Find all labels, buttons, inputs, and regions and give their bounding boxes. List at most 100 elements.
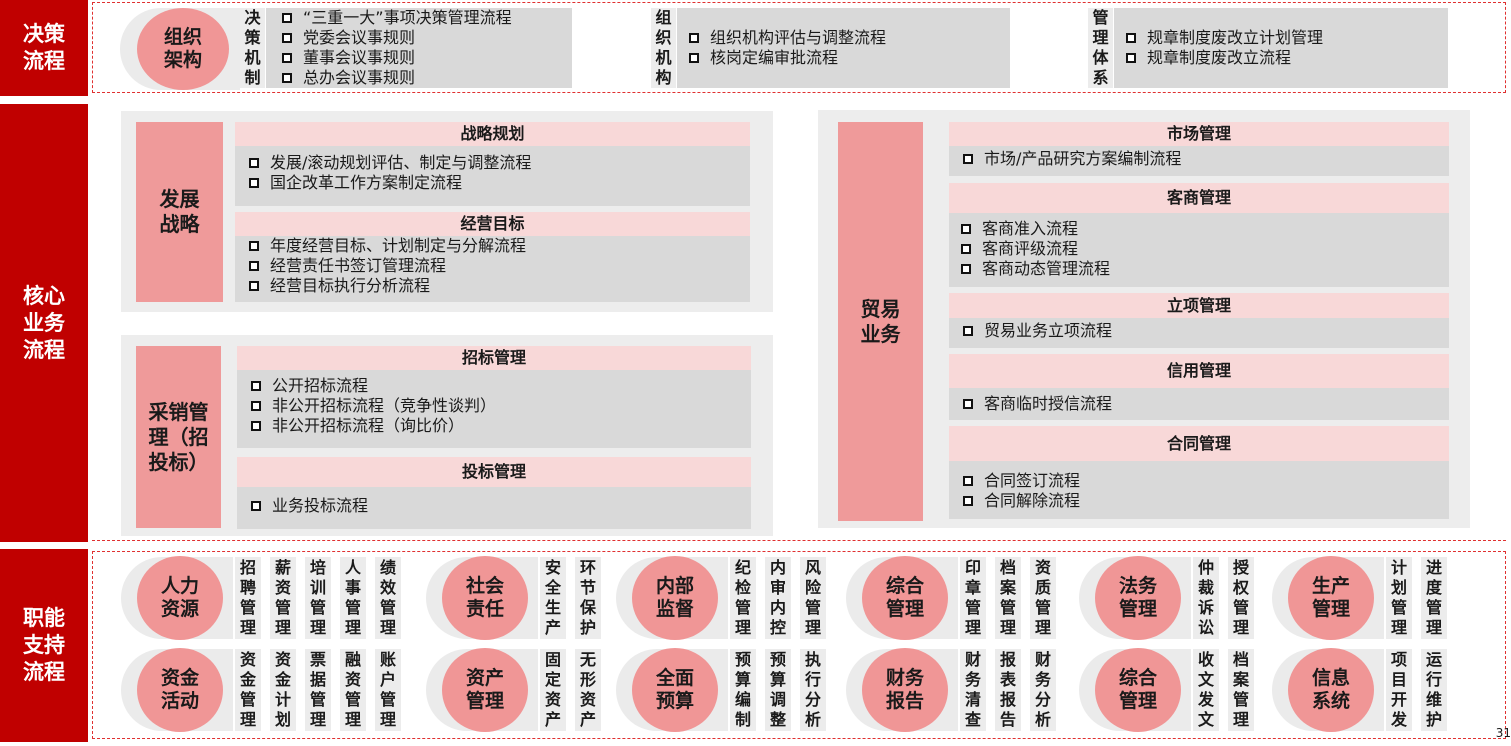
support-item-label: 纪检管理 [734,558,751,637]
support-category-label: 社会责任 [465,575,504,620]
list-item: 规章制度废改立流程 [1126,48,1448,68]
support-item-label: 预算编制 [734,650,751,729]
support-item: 印章管理 [960,557,986,639]
band-decision: 决策流程 [0,0,88,96]
band-core: 核心业务流程 [0,104,88,542]
support-item-label: 运行维护 [1425,650,1442,729]
support-category-circle: 财务报告 [862,648,948,732]
support-item: 票据管理 [305,649,331,731]
section-list: 贸易业务立项流程 [949,318,1449,348]
support-item: 项目开发 [1386,649,1412,731]
proc-label: 采销管理（招投标） [136,346,221,528]
decision-group-list: “三重一大”事项决策管理流程 党委会议事规则 董事会议事规则 总办会议事规则 [266,8,572,88]
support-category-circle: 人力资源 [137,556,223,640]
support-item-label: 档案管理 [999,558,1016,637]
list-item: 市场/产品研究方案编制流程 [963,149,1449,169]
support-item-label: 档案管理 [1232,650,1249,729]
support-item-label: 环节保护 [579,558,596,637]
support-category-circle: 全面预算 [632,648,718,732]
support-category-label: 资金活动 [160,667,199,712]
support-item-label: 风险管理 [804,558,821,637]
support-item: 运行维护 [1421,649,1447,731]
list-item: 贸易业务立项流程 [963,321,1449,341]
support-item-label: 收文发文 [1197,650,1214,729]
support-category-label: 综合管理 [885,575,924,620]
support-item: 预算调整 [765,649,791,731]
list-item: 客商临时授信流程 [963,394,1449,414]
list-item: 非公开招标流程（询比价） [251,416,751,436]
support-item-label: 预算调整 [769,650,786,729]
list-item: 董事会议事规则 [282,48,572,68]
support-item: 财务分析 [1030,649,1056,731]
support-item-label: 内审内控 [769,558,786,637]
support-item-label: 授权管理 [1232,558,1249,637]
support-item-label: 资金计划 [274,650,291,729]
support-item: 内审内控 [765,557,791,639]
support-item-label: 票据管理 [309,650,326,729]
section-header: 投标管理 [237,457,751,487]
support-item: 账户管理 [375,649,401,731]
support-item-label: 人事管理 [344,558,361,637]
section-list: 市场/产品研究方案编制流程 [949,146,1449,176]
support-item: 资金计划 [270,649,296,731]
support-item-label: 执行分析 [804,650,821,729]
support-item: 资金管理 [235,649,261,731]
support-category-label: 全面预算 [655,667,694,712]
support-item-label: 项目开发 [1390,650,1407,729]
support-item: 仲裁诉讼 [1193,557,1219,639]
support-category-label: 信息系统 [1311,667,1350,712]
support-category-label: 生产管理 [1311,575,1350,620]
section-header: 战略规划 [235,122,750,146]
support-item: 培训管理 [305,557,331,639]
org-label: 组织架构 [163,26,202,71]
support-item: 环节保护 [575,557,601,639]
support-item-label: 报表报告 [999,650,1016,729]
support-category-label: 法务管理 [1118,575,1157,620]
support-category-circle: 资产管理 [442,648,528,732]
support-item-label: 固定资产 [544,650,561,729]
support-category-circle: 社会责任 [442,556,528,640]
list-item: 客商评级流程 [961,239,1449,259]
support-item: 预算编制 [730,649,756,731]
list-item: 组织机构评估与调整流程 [689,28,1010,48]
section-header: 合同管理 [949,426,1449,461]
support-item: 财务清查 [960,649,986,731]
support-item-label: 无形资产 [579,650,596,729]
list-item: 合同解除流程 [963,491,1449,511]
support-item: 执行分析 [800,649,826,731]
support-item-label: 计划管理 [1390,558,1407,637]
support-item: 档案管理 [995,557,1021,639]
section-list: 业务投标流程 [237,487,751,529]
decision-group-list: 组织机构评估与调整流程 核岗定编审批流程 [677,8,1010,88]
support-category-label: 资产管理 [465,667,504,712]
band-support-label: 职能支持流程 [23,606,65,684]
support-item-label: 绩效管理 [379,558,396,637]
support-category-circle: 综合管理 [862,556,948,640]
support-item-label: 资质管理 [1034,558,1051,637]
support-item-label: 招聘管理 [239,558,256,637]
support-item-label: 仲裁诉讼 [1197,558,1214,637]
support-item-label: 进度管理 [1425,558,1442,637]
list-item: 客商准入流程 [961,219,1449,239]
page-number: 31 [1495,726,1511,740]
support-item: 风险管理 [800,557,826,639]
support-item-label: 财务分析 [1034,650,1051,729]
org-circle: 组织架构 [137,8,229,90]
decision-frame [92,2,1506,93]
band-support: 职能支持流程 [0,549,88,742]
support-item: 计划管理 [1386,557,1412,639]
list-item: 规章制度废改立计划管理 [1126,28,1448,48]
support-category-circle: 内部监督 [632,556,718,640]
list-item: “三重一大”事项决策管理流程 [282,8,572,28]
list-item: 公开招标流程 [251,376,751,396]
support-category-label: 内部监督 [655,575,694,620]
section-list: 客商临时授信流程 [949,388,1449,420]
support-frame [92,551,1506,739]
support-item: 薪资管理 [270,557,296,639]
section-header: 客商管理 [949,183,1449,213]
list-item: 总办会议事规则 [282,68,572,88]
decision-group-label: 决策机制 [240,8,265,88]
list-item: 业务投标流程 [251,496,751,516]
support-item: 人事管理 [340,557,366,639]
support-item: 安全生产 [540,557,566,639]
